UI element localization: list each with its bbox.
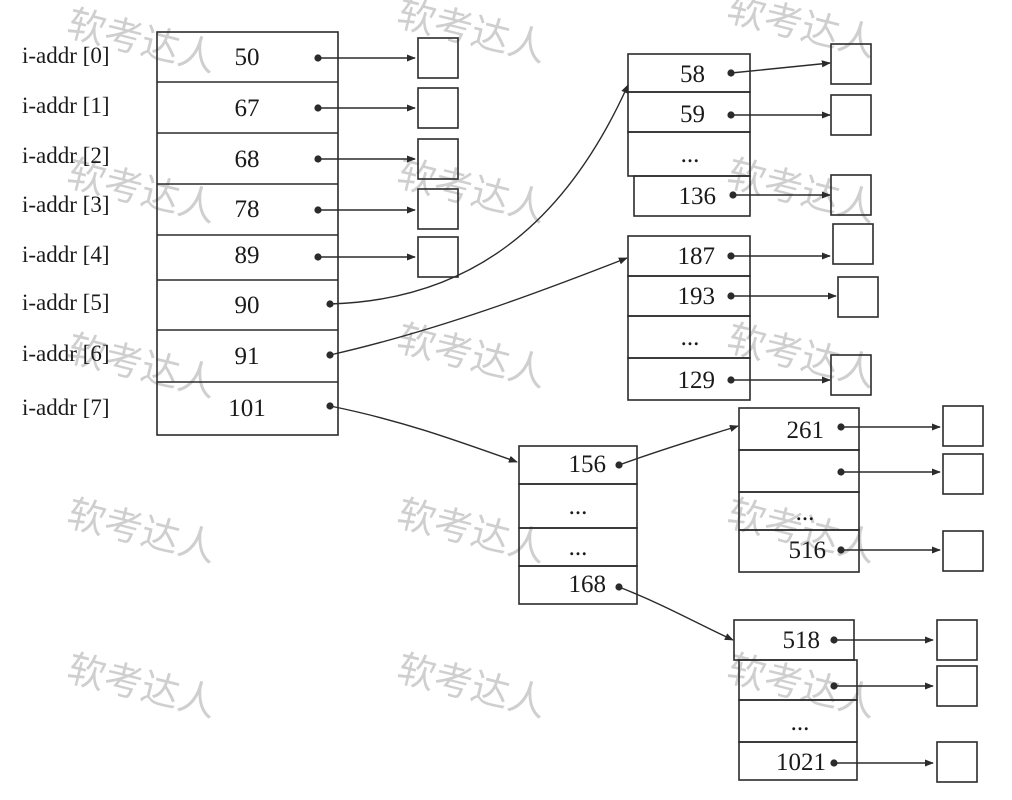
watermarks: 软考达人 软考达人 软考达人 软考达人 软考达人 软考达人 软考达人 软考达人 … (63, 0, 881, 726)
block-entry: 156 (569, 451, 607, 478)
single-indirect-block-a: 58 59 ... 136 (627, 43, 872, 217)
direct-pointers (314, 37, 459, 278)
addr-value: 50 (235, 44, 260, 71)
data-block (830, 94, 872, 136)
second-level-block-b: 518 ... 1021 (733, 619, 978, 783)
block-entry: 187 (678, 243, 716, 270)
addr-label: i-addr [0] (22, 43, 110, 68)
watermark: 软考达人 (393, 151, 551, 230)
addr-label: i-addr [1] (22, 93, 110, 118)
single-indirect-block-b: 187 193 ... 129 (627, 223, 879, 401)
data-block (936, 619, 978, 661)
block-entry: ... (569, 534, 588, 561)
second-level-block-a: 261 ... 516 (738, 405, 984, 573)
watermark: 软考达人 (393, 491, 551, 570)
addr-label: i-addr [3] (22, 192, 110, 217)
addr-label: i-addr [4] (22, 242, 110, 267)
data-block (942, 530, 984, 572)
data-block (830, 354, 872, 396)
addr-value: 101 (228, 395, 266, 422)
inode-address-table: i-addr [0] i-addr [1] i-addr [2] i-addr … (22, 31, 339, 436)
data-block (936, 741, 978, 783)
addr-label: i-addr [2] (22, 143, 110, 168)
data-block (936, 665, 978, 707)
block-entry: 129 (678, 367, 716, 394)
addr-value: 90 (235, 292, 260, 319)
addr-value: 67 (235, 95, 260, 122)
indirect-connectors (326, 84, 739, 641)
block-entry: 518 (783, 627, 821, 654)
block-entry: 261 (787, 417, 825, 444)
block-entry: 59 (680, 101, 705, 128)
block-entry: ... (796, 499, 815, 526)
block-entry: ... (791, 709, 810, 736)
addr-label: i-addr [5] (22, 290, 110, 315)
inode-table-frame (156, 31, 339, 436)
block-entry: 516 (789, 537, 827, 564)
watermark: 软考达人 (393, 0, 551, 71)
double-indirect-block: 156 ... ... 168 (518, 445, 638, 605)
watermark: 软考达人 (723, 151, 881, 230)
block-entry: 58 (680, 61, 705, 88)
addr-value: 68 (235, 146, 260, 173)
watermark: 软考达人 (393, 316, 551, 395)
addr-value: 78 (235, 196, 260, 223)
block-entry: 168 (569, 571, 607, 598)
addr-value: 89 (235, 242, 260, 269)
data-block (830, 174, 872, 216)
data-block (417, 138, 459, 180)
addr-label: i-addr [6] (22, 341, 110, 366)
data-block (942, 405, 984, 447)
data-block (417, 188, 459, 230)
data-block (417, 37, 459, 79)
addr-label: i-addr [7] (22, 395, 110, 420)
watermark: 软考达人 (63, 491, 221, 570)
block-entry: 1021 (776, 749, 826, 776)
data-block (942, 453, 984, 495)
watermark: 软考达人 (723, 0, 881, 66)
block-entry: ... (681, 324, 700, 351)
watermark: 软考达人 (393, 646, 551, 725)
block-entry: 136 (679, 183, 717, 210)
data-block (837, 276, 879, 318)
data-block (832, 223, 874, 265)
watermark: 软考达人 (63, 646, 221, 725)
block-entry: 193 (678, 283, 716, 310)
block-entry: ... (681, 141, 700, 168)
data-block (830, 43, 872, 85)
data-block (417, 236, 459, 278)
watermark: 软考达人 (63, 1, 221, 80)
data-block (417, 87, 459, 129)
block-entry: ... (569, 493, 588, 520)
addr-value: 91 (235, 343, 260, 370)
